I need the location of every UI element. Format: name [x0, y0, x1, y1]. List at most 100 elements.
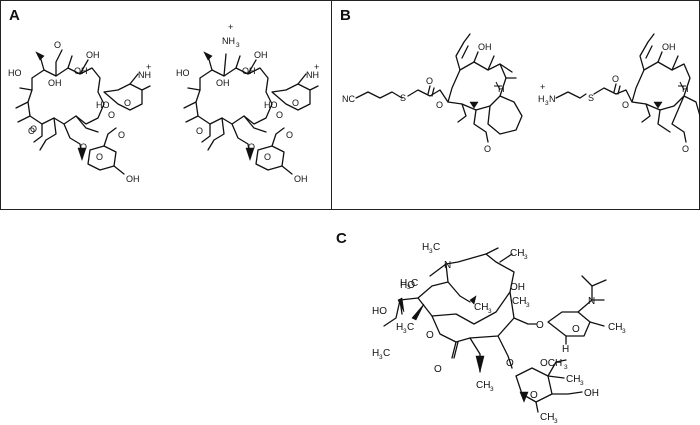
b1-oh: OH — [478, 42, 492, 52]
a1-glyco-o: O — [108, 110, 115, 120]
b1-ketone-o: O — [484, 144, 491, 154]
panel-a: A — [0, 0, 332, 210]
a1-cladinose-o: O — [80, 142, 87, 152]
a2-glyco-o: O — [276, 110, 283, 120]
a1-lactone-o: O — [30, 124, 37, 134]
b2-ester-o: O — [622, 100, 629, 110]
b2-ketone-o: O — [682, 144, 689, 154]
c-ch3-desosamine: CH — [608, 322, 622, 333]
c-ch3-cladinose-sub: 3 — [580, 380, 584, 387]
c-cladinose-o: O — [530, 390, 538, 401]
a2-ho-4: HO — [264, 100, 278, 110]
c-oh-right: OH — [510, 282, 525, 293]
a1-oh-1: OH — [48, 78, 62, 88]
panel-b-letter: B — [340, 7, 351, 24]
c-glyco-o-1: O — [536, 320, 544, 331]
panel-b-molecule-2: H 3 N + S O O OH H O — [538, 33, 700, 154]
c-n-ring: N — [444, 260, 451, 271]
b1-s: S — [400, 93, 406, 103]
a1-methoxy-o: O — [118, 130, 125, 140]
a2-nh3: NH — [222, 36, 235, 46]
b1-h: H — [498, 84, 505, 94]
panel-a-letter: A — [9, 7, 20, 24]
a1-nh-plus: + — [146, 62, 151, 72]
c-ch3-cladinose-bottom-sub: 3 — [554, 418, 558, 425]
a2-methoxy-o: O — [286, 130, 293, 140]
c-h3c-mid-left-sub: 3 — [403, 328, 407, 335]
a2-nh: NH — [306, 70, 319, 80]
panel-b-molecule-1: NC S O O OH H O — [342, 33, 523, 154]
c-ho-left: HO — [400, 280, 415, 291]
c-h3c-n: H — [422, 242, 429, 253]
a1-ketone-o: O — [54, 40, 61, 50]
c-carbonyl-o: O — [434, 364, 442, 375]
a2-nh3-sub: 3 — [236, 42, 240, 49]
panel-a-molecule-2: NH 3 + HO OH OH OH O HO NH + O O O O O O… — [176, 22, 319, 184]
a2-ho-1: HO — [176, 68, 190, 78]
c-n-dimethyl: N — [588, 296, 595, 307]
c-ho-far-left: HO — [372, 306, 387, 317]
b2-oh: OH — [662, 42, 676, 52]
c-ch3-bottom: CH — [476, 380, 490, 391]
c-h3c-mid-left-c: C — [407, 322, 414, 333]
c-ch3-bottom-sub: 3 — [490, 386, 494, 393]
c-ch3-top-sub: 3 — [524, 254, 528, 261]
a1-cladinose-ring-o: O — [96, 152, 103, 162]
c-ch3-top: CH — [510, 248, 524, 259]
a1-sugar-o: O — [124, 98, 131, 108]
c-h3c-n-sub: 3 — [429, 248, 433, 255]
c-h3c-left: H — [400, 278, 407, 289]
b2-n: N — [549, 94, 556, 104]
a2-cladinose-o: O — [248, 142, 255, 152]
c-ch3-cladinose: CH — [566, 374, 580, 385]
c-desosamine-o: O — [572, 324, 580, 335]
a2-oh-3: OH — [254, 50, 268, 60]
c-h3c-ethyl: H — [372, 348, 379, 359]
b2-h3n: H — [538, 94, 545, 104]
a1-oh-2: OH — [74, 66, 88, 76]
b2-h: H — [682, 84, 689, 94]
b2-carbonyl-o: O — [612, 74, 619, 84]
c-h3c-mid-left: H — [396, 322, 403, 333]
c-ch3-right-sub: 3 — [526, 302, 530, 309]
c-oh-cladinose: OH — [584, 388, 599, 399]
a2-oh-1: OH — [216, 78, 230, 88]
c-lactone-o: O — [426, 330, 434, 341]
b2-h3n-sub: 3 — [545, 100, 549, 107]
c-h3c-left-sub: 3 — [407, 284, 411, 291]
c-h-desosamine: H — [562, 344, 569, 355]
a1-ho-4: HO — [96, 100, 110, 110]
panel-c-letter: C — [336, 230, 347, 247]
b1-carbonyl-o: O — [426, 76, 433, 86]
c-ch3-desosamine-sub: 3 — [622, 328, 626, 335]
c-h3c-n-c: C — [433, 242, 440, 253]
a2-sugar-o: O — [292, 98, 299, 108]
c-h3c-ethyl-sub: 3 — [379, 354, 383, 361]
b1-nc: NC — [342, 94, 355, 104]
a1-nh: NH — [138, 70, 151, 80]
c-h3c-ethyl-c: C — [383, 348, 390, 359]
panel-a-molecule-1: O HO OH OH OH O O HO NH + O O O O O OH — [8, 40, 151, 184]
c-ch3-right: CH — [512, 296, 526, 307]
a1-oh-3: OH — [86, 50, 100, 60]
c-ch3-mid: CH — [474, 302, 488, 313]
b1-ester-o: O — [436, 100, 443, 110]
b2-s: S — [588, 93, 594, 103]
c-ch3-cladinose-bottom: CH — [540, 412, 554, 423]
c-h3c-left-c: C — [411, 278, 418, 289]
a2-lactone-o: O — [196, 126, 203, 136]
c-och3-sub: 3 — [564, 364, 568, 371]
a1-ring-o: O — [28, 126, 35, 136]
c-och3: OCH — [540, 358, 562, 369]
a1-ho-1: HO — [8, 68, 22, 78]
c-glyco-o-2: O — [506, 358, 514, 369]
a2-oh-5: OH — [294, 174, 308, 184]
a1-oh-5: OH — [126, 174, 140, 184]
b2-plus: + — [540, 82, 545, 92]
a2-nh-plus: + — [314, 62, 319, 72]
panel-c-molecule: N H 3 C CH 3 OH CH 3 H 3 C HO CH 3 HO H … — [372, 242, 626, 425]
a2-cladinose-ring-o: O — [264, 152, 271, 162]
c-ch3-mid-sub: 3 — [488, 308, 492, 315]
a2-nh3-plus: + — [228, 22, 233, 32]
